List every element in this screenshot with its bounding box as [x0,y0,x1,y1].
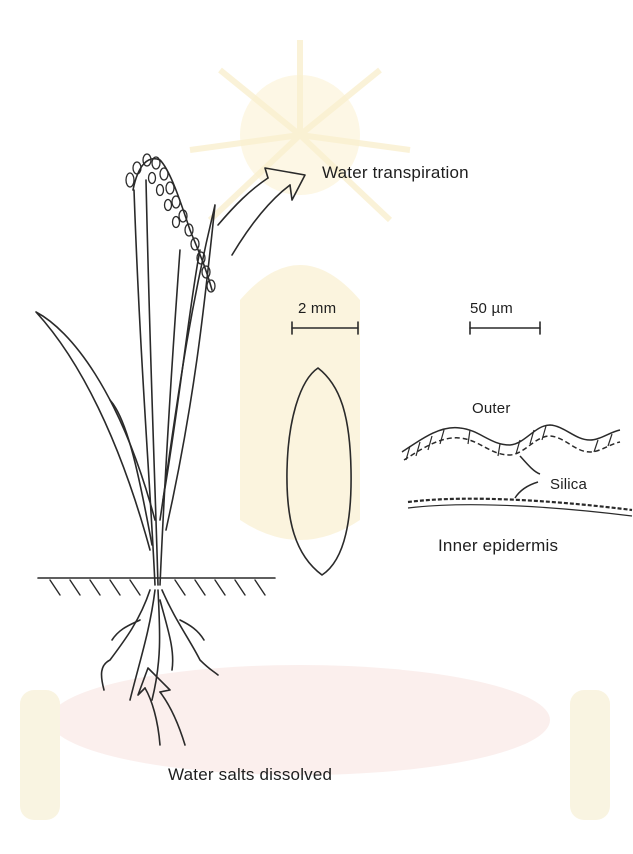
scale-bar-50um [470,322,540,334]
label-outer: Outer [472,400,511,417]
label-scale-2mm: 2 mm [298,300,336,317]
label-silica: Silica [550,476,587,493]
label-inner-epidermis: Inner epidermis [438,536,558,556]
ground-surface [38,578,275,595]
rice-plant [36,154,218,700]
label-water-transpiration: Water transpiration [322,163,469,183]
husk-cross-section [402,425,632,516]
label-scale-50um: 50 µm [470,300,513,317]
label-water-salts-dissolved: Water salts dissolved [168,765,332,785]
